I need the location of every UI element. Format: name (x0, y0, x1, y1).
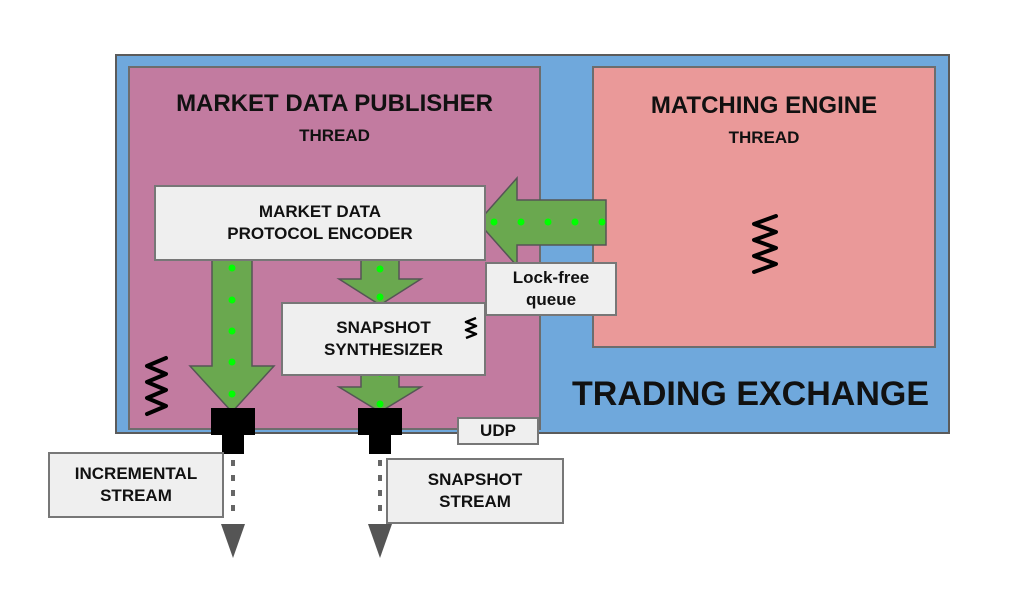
publisher-title: MARKET DATA PUBLISHER (176, 90, 493, 117)
incremental-line1: INCREMENTAL (74, 463, 198, 483)
lock-free-queue-label: Lock-free queue (485, 262, 617, 316)
synthesizer-line2: SYNTHESIZER (323, 340, 444, 359)
snapshot-stream-line2: STREAM (439, 492, 511, 511)
incremental-line2: STREAM (100, 486, 172, 505)
matching-title: MATCHING ENGINE (650, 92, 878, 119)
snapshot-output-line (368, 460, 392, 558)
queue-line2: queue (525, 290, 577, 309)
market-data-protocol-encoder: MARKET DATA PROTOCOL ENCODER (154, 185, 486, 261)
queue-line1: Lock-free (512, 267, 590, 287)
snapshot-synthesizer: SNAPSHOT SYNTHESIZER (281, 302, 486, 376)
synthesizer-line1: SNAPSHOT (336, 317, 431, 337)
encoder-to-synthesizer-arrow (336, 259, 424, 306)
queue-arrow (476, 176, 607, 268)
encoder-line1: MARKET DATA (258, 201, 382, 221)
incremental-stream-label: INCREMENTAL STREAM (48, 452, 224, 518)
snapshot-stream-label: SNAPSHOT STREAM (386, 458, 564, 524)
incremental-socket-icon (211, 408, 255, 454)
publisher-subtitle: THREAD (299, 126, 370, 145)
trading-exchange-label: TRADING EXCHANGE (572, 375, 930, 413)
publisher-thread-wave-icon (145, 356, 168, 416)
synthesizer-wave-icon-front (464, 316, 478, 340)
matching-subtitle: THREAD (728, 128, 800, 147)
snapshot-socket-icon (358, 408, 402, 454)
matching-thread-wave-icon (752, 214, 778, 274)
incremental-arrow (188, 259, 276, 414)
udp-label: UDP (457, 417, 539, 445)
incremental-output-line (221, 460, 245, 558)
snapshot-stream-line1: SNAPSHOT (427, 469, 523, 489)
encoder-line2: PROTOCOL ENCODER (227, 224, 413, 243)
